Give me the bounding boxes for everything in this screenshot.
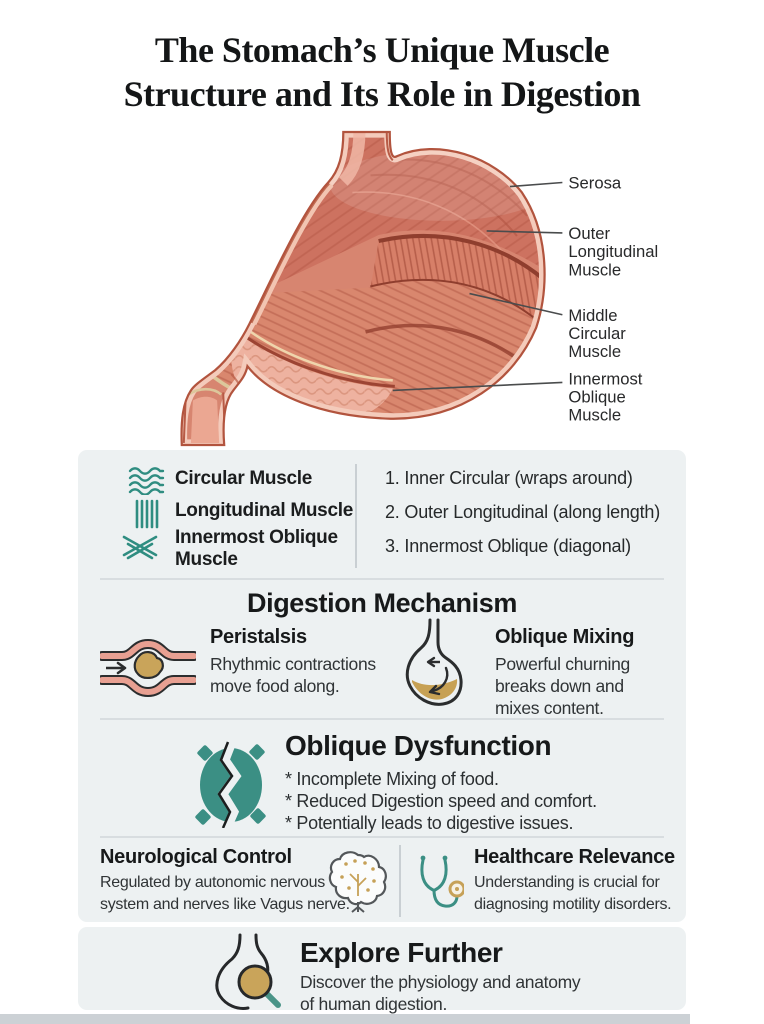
stomach-outline (180, 130, 546, 447)
legend-numbered-2: 2. Outer Longitudinal (along length) (385, 502, 660, 522)
healthcare-title: Healthcare Relevance (474, 846, 675, 868)
label-innermost-3: Muscle (568, 406, 621, 425)
label-serosa: Serosa (568, 174, 621, 193)
digestion-heading: Digestion Mechanism (247, 588, 517, 618)
legend-circular-label: Circular Muscle (175, 468, 312, 489)
section-divider-3 (100, 836, 664, 838)
anatomy-labels: Serosa Outer Longitudinal Muscle Middle … (568, 174, 658, 425)
healthcare-text: Understanding is crucial for diagnosing … (474, 874, 672, 913)
page-title-line1: The Stomach’s Unique Muscle (154, 30, 610, 70)
longitudinal-muscle-lines-icon (135, 499, 159, 529)
circular-muscle-waves-icon (128, 467, 165, 495)
label-leader-lines (392, 181, 563, 392)
peristalsis-tube-icon (100, 638, 196, 698)
label-innermost-1: Innermost (568, 369, 642, 388)
label-innermost-2: Oblique (568, 388, 625, 407)
explore-title: Explore Further (300, 937, 503, 968)
brain-icon (328, 851, 387, 913)
label-middle-1: Middle (568, 306, 617, 325)
peristalsis-text: Rhythmic contractions move food along. (210, 654, 376, 696)
stomach-mixing-icon (405, 618, 463, 706)
page-title: The Stomach’s Unique Muscle Structure an… (0, 28, 764, 116)
label-middle-2: Circular (568, 324, 626, 343)
info-panel: Circular Muscle Longitudinal Muscle Inne… (78, 450, 686, 922)
oblique-muscle-crosshatch-icon (122, 535, 158, 560)
legend-longitudinal-label: Longitudinal Muscle (175, 500, 353, 521)
legend-numbered-1: 1. Inner Circular (wraps around) (385, 468, 633, 488)
legend-vertical-divider (355, 464, 357, 568)
label-middle-3: Muscle (568, 342, 621, 361)
explore-text: Discover the physiology and anatomy of h… (300, 972, 581, 1014)
neurological-title: Neurological Control (100, 846, 292, 868)
oblique-mixing-text: Powerful churning breaks down and mixes … (495, 654, 630, 718)
stomach-body-art (181, 132, 545, 445)
neurological-text: Regulated by autonomic nervous system an… (100, 874, 350, 913)
label-outer-3: Muscle (568, 260, 621, 279)
oblique-mixing-title: Oblique Mixing (495, 626, 635, 648)
label-outer-2: Longitudinal (568, 242, 658, 261)
dysfunction-bullet-1: * Incomplete Mixing of food. (285, 769, 499, 789)
stethoscope-icon (420, 855, 464, 908)
page-title-line2: Structure and Its Role in Digestion (123, 74, 641, 114)
neuro-health-divider (399, 845, 401, 917)
broken-stomach-icon (195, 740, 266, 828)
section-divider-2 (100, 718, 664, 720)
legend-oblique-label-line1: Innermost Oblique (175, 527, 338, 548)
stomach-magnifier-icon (215, 933, 281, 1010)
section-divider-1 (100, 578, 664, 580)
peristalsis-title: Peristalsis (210, 626, 307, 648)
stomach-anatomy-illustration: Serosa Outer Longitudinal Muscle Middle … (180, 130, 658, 447)
legend-numbered-3: 3. Innermost Oblique (diagonal) (385, 536, 631, 556)
legend-oblique-label-line2: Muscle (175, 549, 238, 570)
bottom-edge-strip (0, 1014, 690, 1024)
dysfunction-bullets: * Incomplete Mixing of food. * Reduced D… (285, 768, 597, 834)
dysfunction-bullet-3: * Potentially leads to digestive issues. (285, 813, 574, 833)
dysfunction-heading: Oblique Dysfunction (285, 730, 552, 761)
label-outer-1: Outer (568, 224, 610, 243)
explore-panel: Explore Further Discover the physiology … (78, 927, 686, 1014)
dysfunction-bullet-2: * Reduced Digestion speed and comfort. (285, 791, 597, 811)
